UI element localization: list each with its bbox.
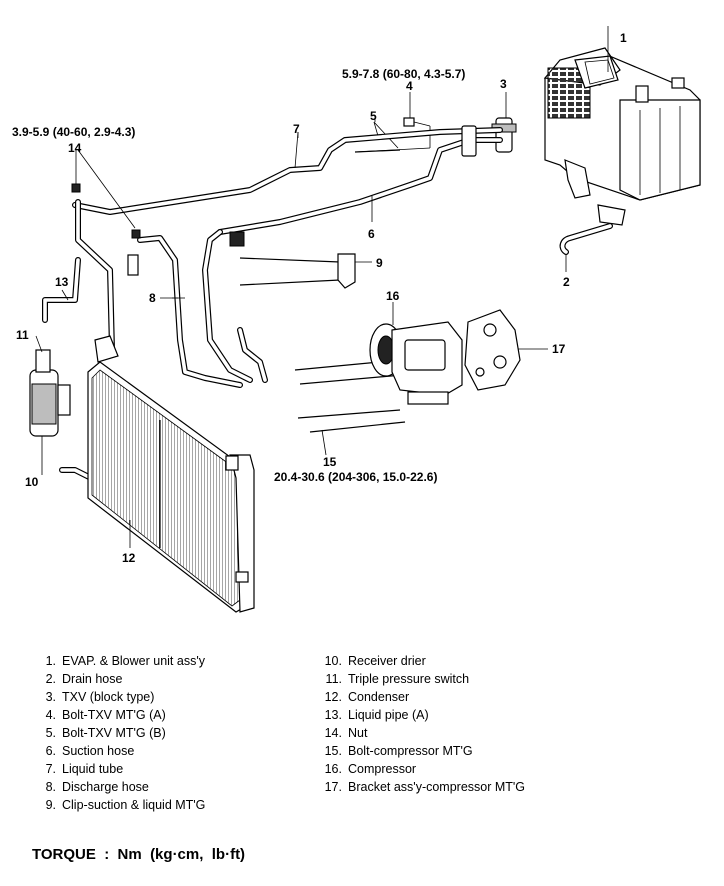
callout-17: 17 (552, 342, 566, 356)
compressor-bracket (464, 309, 548, 391)
torque-units-footer: TORQUE : Nm (kg·cm, lb·ft) (32, 846, 246, 863)
nuts (71, 149, 141, 239)
leader-lines (172, 118, 376, 299)
callout-9: 9 (376, 256, 383, 270)
callout-3: 3 (500, 77, 507, 91)
legend-right: 10.Receiver drier 11.Triple pressure swi… (316, 652, 525, 796)
liquid-tube (72, 127, 503, 215)
txv-bolts (349, 92, 431, 153)
evap-blower-unit (543, 26, 701, 226)
callout-10: 10 (25, 475, 39, 489)
ac-system-diagram (29, 26, 701, 613)
compressor (369, 302, 463, 405)
legend-item: 10.Receiver drier (324, 654, 426, 668)
callout-7: 7 (293, 122, 300, 136)
torque-nut: 3.9-5.9 (40-60, 2.9-4.3) (12, 125, 136, 139)
legend-item: 14.Nut (324, 726, 368, 740)
condenser (87, 335, 255, 613)
callout-5: 5 (370, 109, 377, 123)
callout-14: 14 (68, 141, 82, 155)
callout-12: 12 (122, 551, 136, 565)
legend-item: 2.Drain hose (45, 672, 123, 686)
liquid-pipe-a (42, 199, 115, 353)
legend-item: 9.Clip-suction & liquid MT'G (45, 798, 206, 812)
legend-item: 4.Bolt-TXV MT'G (A) (45, 708, 166, 722)
legend-left: 1.EVAP. & Blower unit ass'y 2.Drain hose… (38, 652, 206, 814)
legend-item: 12.Condenser (324, 690, 410, 704)
callout-11: 11 (16, 328, 29, 342)
clip (239, 253, 372, 289)
discharge-hose (127, 231, 268, 388)
callout-6: 6 (368, 227, 375, 241)
callout-13: 13 (55, 275, 69, 289)
legend-item: 16.Compressor (324, 762, 417, 776)
legend-item: 17.Bracket ass'y-compressor MT'G (324, 780, 526, 794)
callout-1: 1 (620, 31, 627, 45)
receiver-drier (29, 335, 98, 483)
torque-compressor-bolt: 20.4-30.6 (204-306, 15.0-22.6) (274, 470, 438, 484)
suction-hose (202, 125, 503, 383)
callout-15: 15 (323, 455, 337, 469)
legend-item: 1.EVAP. & Blower unit ass'y (45, 654, 205, 668)
legend-item: 8.Discharge hose (45, 780, 149, 794)
callout-2: 2 (563, 275, 570, 289)
legend-item: 6.Suction hose (45, 744, 135, 758)
legend-item: 3.TXV (block type) (45, 690, 155, 704)
legend-item: 13.Liquid pipe (A) (324, 708, 429, 722)
drain-hose (559, 223, 613, 272)
legend-item: 11.Triple pressure switch (325, 672, 470, 686)
callout-16: 16 (386, 289, 400, 303)
legend-item: 15.Bolt-compressor MT'G (324, 744, 473, 758)
legend-item: 5.Bolt-TXV MT'G (B) (45, 726, 166, 740)
legend-item: 7.Liquid tube (45, 762, 124, 776)
callout-8: 8 (149, 291, 156, 305)
callout-4: 4 (406, 79, 413, 93)
torque-txv-bolt: 5.9-7.8 (60-80, 4.3-5.7) (342, 67, 466, 81)
